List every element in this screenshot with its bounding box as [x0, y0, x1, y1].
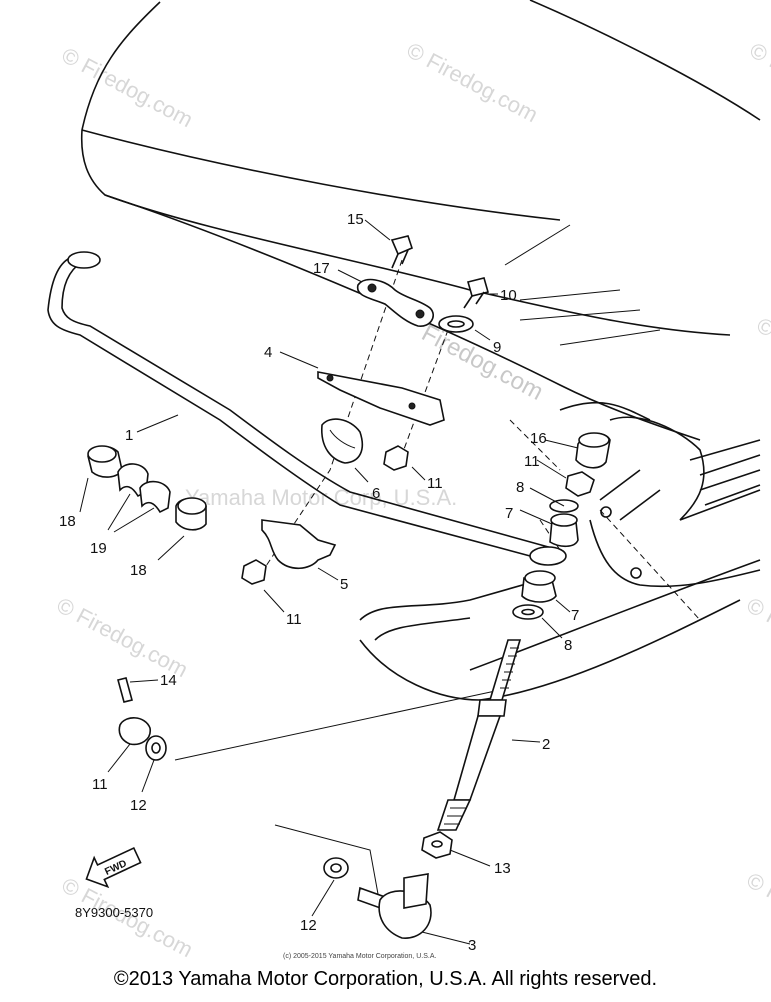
callout-11: 11: [524, 453, 540, 470]
copyright-notice: ©2013 Yamaha Motor Corporation, U.S.A. A…: [113, 968, 658, 990]
watermark-firedog: © Firedog.com: [53, 592, 192, 682]
washers-part-12: [145, 735, 349, 879]
watermark-firedog: © Firedog.com: [753, 312, 771, 402]
cotter-pin-part-14: [117, 677, 133, 703]
callout-16: 16: [530, 430, 547, 447]
stabilizer-bar: [47, 251, 567, 566]
callout-18: 18: [59, 513, 76, 530]
callout-19: 19: [90, 540, 107, 557]
watermark-firedog: © Firedog.com: [743, 867, 771, 957]
watermark-yamaha: Yamaha Motor Corp, U.S.A.: [185, 485, 457, 510]
watermark-firedog-center: Firedog.com: [417, 319, 547, 405]
callout-17: 17: [313, 260, 330, 277]
fwd-arrow: FWD: [85, 847, 142, 889]
callout-7: 7: [571, 607, 579, 624]
link-rod-part-2: [436, 639, 522, 831]
callout-9: 9: [493, 339, 501, 356]
bushing-part-6: [321, 418, 364, 464]
callout-12: 12: [130, 797, 147, 814]
watermark-firedog: © Firedog.com: [743, 592, 771, 682]
callout-3: 3: [468, 937, 476, 954]
leader-lines: [79, 219, 579, 945]
callout-12: 12: [300, 917, 317, 934]
callout-15: 15: [347, 211, 364, 228]
callout-2: 2: [542, 736, 550, 753]
callout-1: 1: [125, 427, 133, 444]
assembly-lines: [174, 259, 701, 906]
cap-part-16: [575, 432, 611, 469]
nuts-part-11: [118, 445, 595, 746]
bushings-part-7: [512, 499, 579, 620]
nut-part-13: [421, 831, 453, 859]
callout-4: 4: [264, 344, 272, 361]
hood-outline: [80, 0, 761, 701]
callout-8: 8: [516, 479, 524, 496]
small-copyright: (c) 2005-2015 Yamaha Motor Corporation, …: [283, 953, 436, 960]
callout-18: 18: [130, 562, 147, 579]
callout-13: 13: [494, 860, 511, 877]
ball-joint-part-3: [357, 873, 432, 939]
watermark-firedog: © Firedog.com: [403, 37, 542, 127]
top-hardware: [356, 235, 489, 333]
callout-11: 11: [92, 776, 108, 793]
callout-11: 11: [427, 475, 443, 492]
callout-labels: 15 17 10 9 4 1 16 11 11 6 8 7 18 19 18 5…: [59, 211, 579, 954]
callout-5: 5: [340, 576, 348, 593]
callout-7: 7: [505, 505, 513, 522]
callout-8: 8: [564, 637, 572, 654]
diagram-number: 8Y9300-5370: [75, 905, 153, 920]
callout-6: 6: [372, 485, 380, 502]
clamps-part-19: [117, 463, 171, 514]
watermark-firedog: © Firedog.com: [58, 42, 197, 132]
holder-part-5: [261, 519, 337, 570]
bracket-part-4: [317, 371, 445, 426]
bushings-part-18: [87, 445, 207, 531]
callout-10: 10: [500, 287, 517, 304]
callout-11: 11: [286, 611, 302, 628]
callout-14: 14: [160, 672, 177, 689]
